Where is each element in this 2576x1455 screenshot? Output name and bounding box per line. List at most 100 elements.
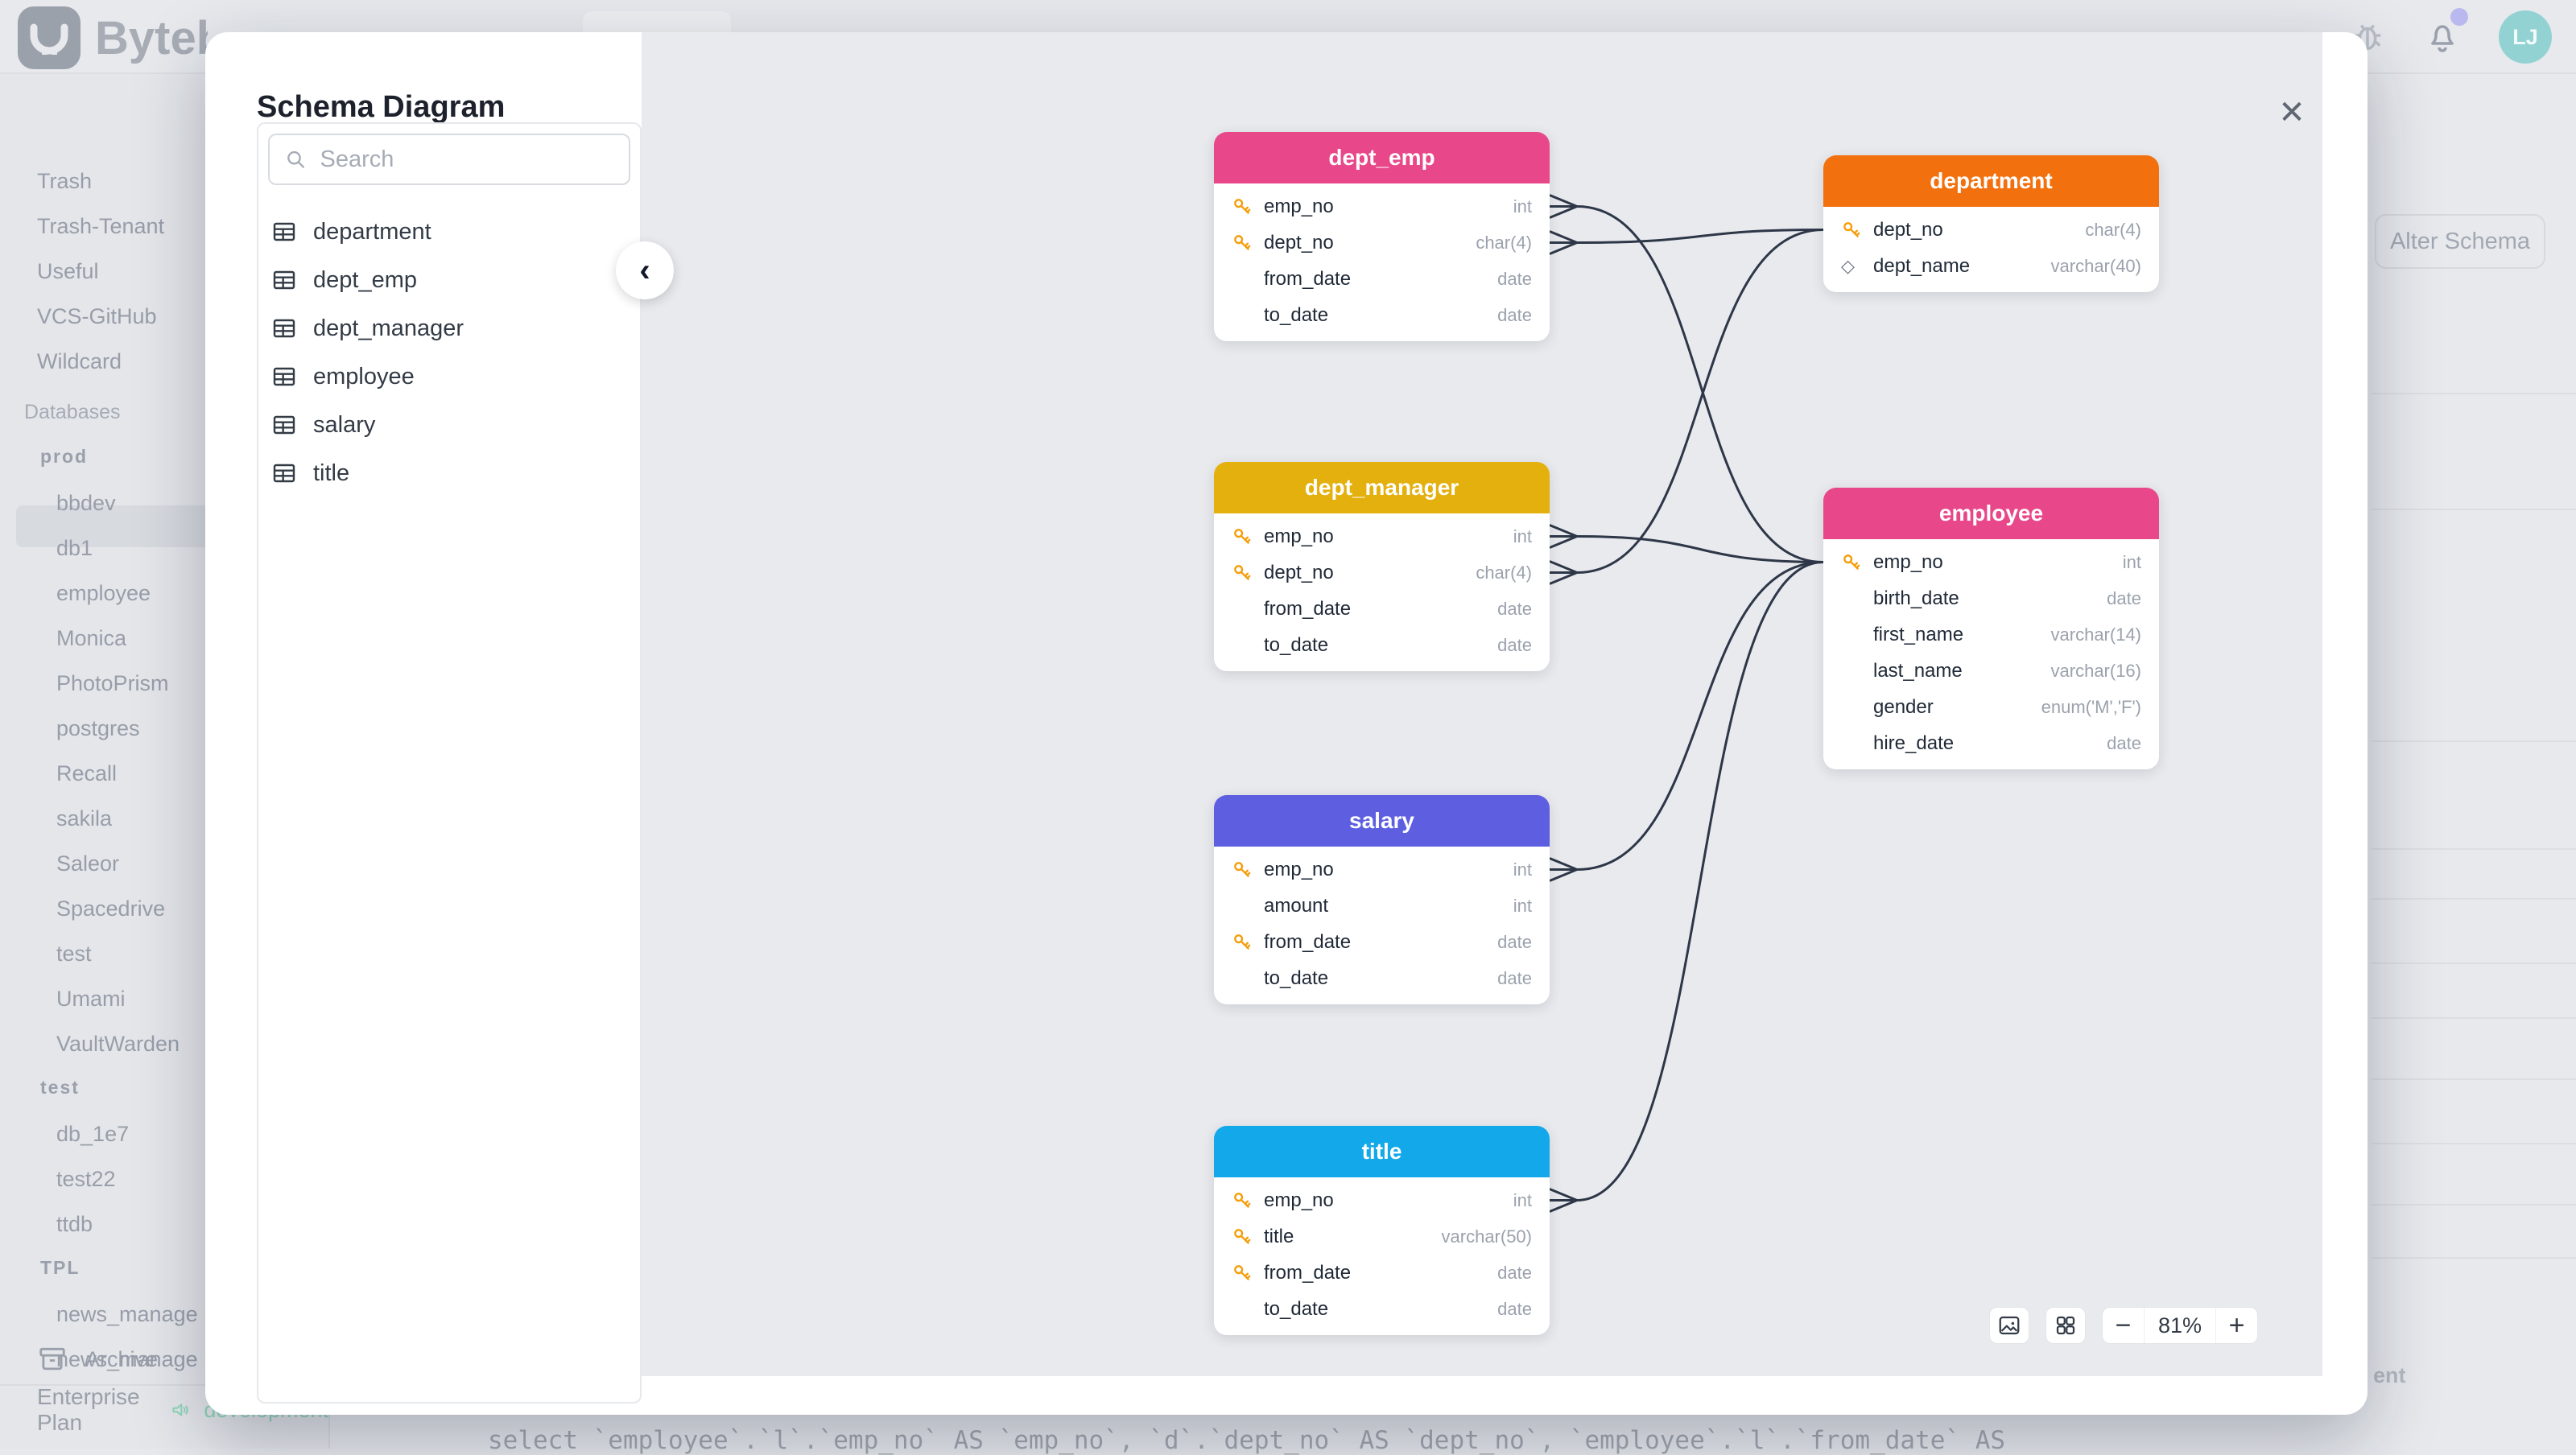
alter-schema-button[interactable]: Alter Schema (2375, 214, 2545, 269)
field-type: varchar(14) (2051, 624, 2141, 645)
primary-key-icon (1232, 932, 1253, 953)
table-list-item-salary[interactable]: salary (268, 401, 630, 449)
auto-layout-button[interactable] (2046, 1307, 2086, 1344)
sidebar-item-trash-tenant[interactable]: Trash-Tenant (37, 214, 164, 239)
table-list-item-dept_manager[interactable]: dept_manager (268, 304, 630, 352)
sidebar-db-test22[interactable]: test22 (56, 1167, 116, 1192)
sidebar-db-saleor[interactable]: Saleor (56, 851, 119, 876)
image-icon (1997, 1313, 2021, 1338)
background-table-row-line (2372, 1143, 2576, 1144)
field-type: int (1513, 1190, 1532, 1211)
sidebar-db-recall[interactable]: Recall (56, 761, 117, 786)
zoom-in-button[interactable]: + (2215, 1308, 2257, 1343)
brand-text: Bytebase (95, 11, 208, 65)
background-table-row-line (2372, 1017, 2576, 1019)
table-list-item-employee[interactable]: employee (268, 352, 630, 401)
avatar[interactable]: LJ (2499, 10, 2552, 64)
close-icon[interactable]: ✕ (2273, 93, 2311, 132)
background-table-row-line (2372, 848, 2576, 850)
field-name: dept_no (1873, 219, 1943, 241)
sidebar-db-umami[interactable]: Umami (56, 987, 126, 1012)
field-type: int (1513, 196, 1532, 217)
table-list-label: employee (313, 364, 415, 390)
zoom-out-button[interactable]: − (2103, 1308, 2145, 1343)
entity-header[interactable]: title (1214, 1126, 1550, 1177)
entity-header[interactable]: dept_manager (1214, 462, 1550, 513)
sidebar-db-db1[interactable]: db1 (56, 536, 93, 561)
sidebar-db-sakila[interactable]: sakila (56, 806, 112, 831)
sidebar-item-wildcard[interactable]: Wildcard (37, 349, 122, 374)
field-type: date (2107, 733, 2141, 754)
bytebase-logo-icon[interactable] (18, 6, 80, 69)
entity-header[interactable]: salary (1214, 795, 1550, 847)
sidebar-db-spacedrive[interactable]: Spacedrive (56, 896, 165, 921)
search-input[interactable] (320, 146, 614, 173)
field-type: enum('M','F') (2041, 697, 2141, 718)
field-name: emp_no (1264, 526, 1334, 548)
sidebar-item-archive[interactable]: Archive (37, 1344, 158, 1375)
field-type: int (2123, 552, 2141, 573)
sidebar-db-test[interactable]: test (56, 942, 92, 967)
primary-key-icon (1232, 859, 1253, 880)
table-icon (271, 219, 297, 245)
table-list-label: department (313, 219, 431, 245)
sidebar-db-postgres[interactable]: postgres (56, 716, 140, 741)
sidebar-db-bbdev[interactable]: bbdev (56, 491, 116, 516)
table-list-item-dept_emp[interactable]: dept_emp (268, 256, 630, 304)
export-image-button[interactable] (1989, 1307, 2029, 1344)
entity-header[interactable]: dept_emp (1214, 132, 1550, 183)
background-table-row-line (2372, 1257, 2576, 1259)
field-name: to_date (1264, 634, 1328, 657)
sidebar-item-useful[interactable]: Useful (37, 259, 99, 284)
sidebar-db-news_manage[interactable]: news_manage (56, 1302, 198, 1327)
sidebar-item-vcs-github[interactable]: VCS-GitHub (37, 304, 157, 329)
sidebar-db-photoprism[interactable]: PhotoPrism (56, 671, 169, 696)
sidebar-db-ttdb[interactable]: ttdb (56, 1212, 93, 1237)
entity-header[interactable]: department (1823, 155, 2159, 207)
sidebar-db-monica[interactable]: Monica (56, 626, 126, 651)
table-list-item-department[interactable]: department (268, 208, 630, 256)
sidebar-db-vaultwarden[interactable]: VaultWarden (56, 1032, 180, 1057)
field-name: dept_no (1264, 562, 1334, 584)
field-type: varchar(40) (2051, 256, 2141, 277)
primary-key-icon (1232, 1226, 1253, 1247)
sidebar-item-trash[interactable]: Trash (37, 169, 92, 194)
table-list-item-title[interactable]: title (268, 449, 630, 497)
collapse-panel-button[interactable]: ‹ (616, 241, 674, 299)
entity-header[interactable]: employee (1823, 488, 2159, 539)
sidebar-db-employee[interactable]: employee (56, 581, 151, 606)
sidebar-db-db_1e7[interactable]: db_1e7 (56, 1122, 129, 1147)
